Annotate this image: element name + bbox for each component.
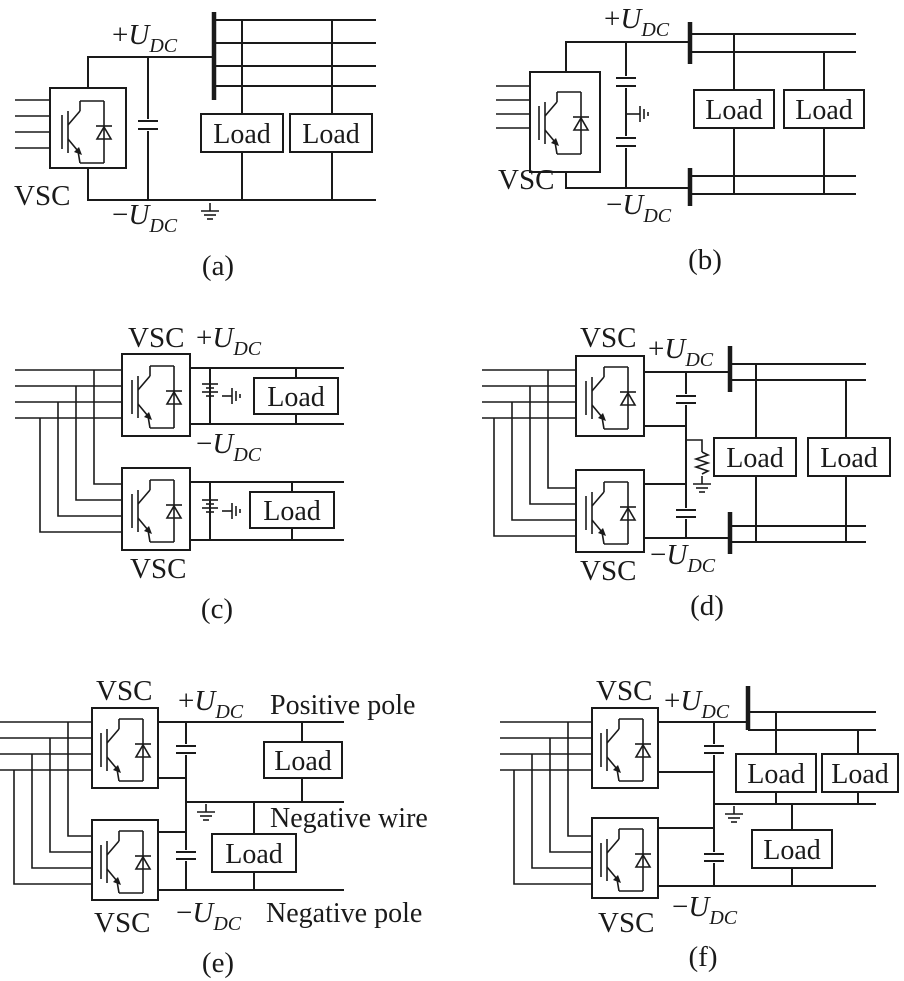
load-label: Load (274, 746, 332, 777)
udc-pos-label: +UDC (112, 19, 178, 57)
caption-f: (f) (689, 941, 718, 973)
load-box (263, 741, 343, 779)
panel-d: Load Load VSC VSC +UDC −UDC (d) (482, 322, 891, 622)
vsc-box (591, 817, 659, 899)
panel-c: Load Load VSC VSC +UDC −UDC (c) (15, 322, 344, 625)
load-box (783, 89, 865, 129)
vsc-box (121, 353, 191, 437)
caption-e: (e) (202, 947, 234, 979)
load-label: Load (747, 759, 805, 790)
vsc-label: VSC (598, 907, 654, 939)
vsc-box (91, 819, 159, 901)
udc-pos-label: +UDC (604, 3, 670, 41)
caption-a: (a) (202, 250, 234, 282)
load-box (807, 437, 891, 477)
caption-d: (d) (690, 590, 724, 622)
load-label: Load (726, 443, 784, 474)
panel-e: Load Load Positive pole Negative wire Ne… (0, 675, 428, 979)
load-label: Load (267, 382, 325, 413)
load-box (249, 491, 335, 529)
vsc-label: VSC (596, 675, 652, 707)
load-box (253, 377, 339, 415)
udc-pos-label: +UDC (664, 685, 730, 723)
load-box (751, 829, 833, 869)
panel-a: Load Load VSC +UDC −UDC (a) (14, 12, 376, 282)
vsc-box (575, 469, 645, 553)
vsc-box (529, 71, 601, 173)
udc-neg-label: −UDC (650, 539, 716, 577)
panel-b: Load Load VSC +UDC −UDC (b) (496, 3, 865, 276)
load-box (289, 113, 373, 153)
vsc-label: VSC (96, 675, 152, 707)
load-box (735, 753, 817, 793)
udc-neg-label: −UDC (176, 897, 242, 935)
load-label: Load (225, 839, 283, 870)
load-label: Load (795, 95, 853, 126)
load-label: Load (763, 835, 821, 866)
vsc-box (575, 355, 645, 437)
load-box (693, 89, 775, 129)
load-label: Load (705, 95, 763, 126)
udc-neg-label: −UDC (606, 189, 672, 227)
udc-pos-label: +UDC (196, 322, 262, 360)
load-box (200, 113, 284, 153)
load-label: Load (213, 119, 271, 150)
udc-neg-label: −UDC (112, 199, 178, 237)
udc-pos-label: +UDC (178, 685, 244, 723)
vsc-label: VSC (14, 180, 70, 212)
vsc-label: VSC (580, 555, 636, 587)
vsc-box (591, 707, 659, 789)
vsc-label: VSC (498, 164, 554, 196)
udc-neg-label: −UDC (196, 428, 262, 466)
load-label: Load (302, 119, 360, 150)
positive-pole-label: Positive pole (270, 690, 415, 721)
udc-pos-label: +UDC (648, 333, 714, 371)
load-box (713, 437, 797, 477)
udc-neg-label: −UDC (672, 891, 738, 929)
caption-b: (b) (688, 244, 722, 276)
load-box (821, 753, 899, 793)
vsc-label: VSC (130, 553, 186, 585)
load-label: Load (820, 443, 878, 474)
load-label: Load (831, 759, 889, 790)
vsc-label: VSC (580, 322, 636, 354)
caption-c: (c) (201, 593, 233, 625)
vsc-box (121, 467, 191, 551)
load-label: Load (263, 496, 321, 527)
negative-wire-label: Negative wire (270, 803, 428, 834)
vsc-label: VSC (94, 907, 150, 939)
negative-pole-label: Negative pole (266, 898, 422, 929)
load-box (211, 833, 297, 873)
panel-f: Load Load Load VSC VSC +UDC −UDC (f) (500, 675, 899, 973)
vsc-label: VSC (128, 322, 184, 354)
vsc-box (91, 707, 159, 789)
